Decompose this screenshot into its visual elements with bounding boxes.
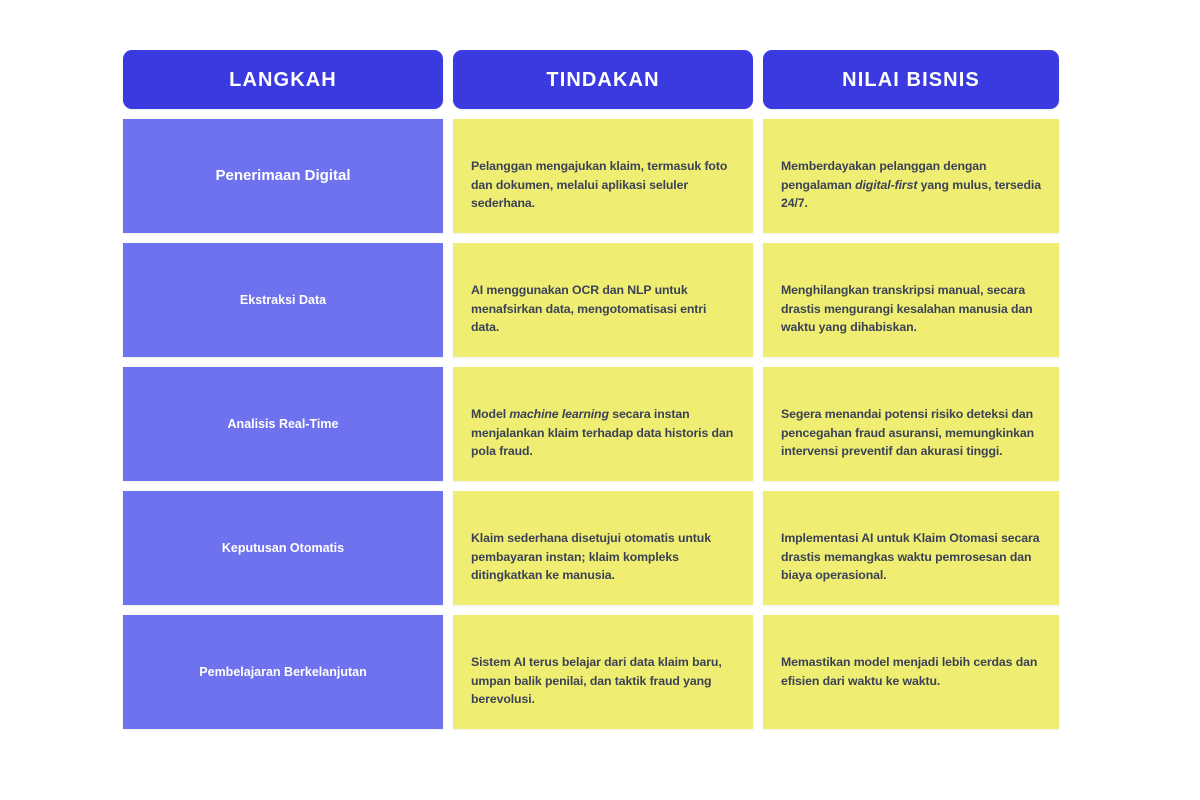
column-header-label: LANGKAH <box>229 68 337 91</box>
action-text: Klaim sederhana disetujui otomatis untuk… <box>471 531 711 583</box>
table-row[interactable]: Pembelajaran Berkelanjutan <box>123 615 443 729</box>
process-table: LANGKAH TINDAKAN NILAI BISNIS Penerimaan… <box>123 50 1060 729</box>
step-label: Keputusan Otomatis <box>221 540 345 555</box>
value-text: Memastikan model menjadi lebih cerdas da… <box>781 655 1038 688</box>
table-row[interactable]: Analisis Real-Time <box>123 367 443 481</box>
column-header-tindakan[interactable]: TINDAKAN <box>453 50 753 109</box>
table-row[interactable]: Klaim sederhana disetujui otomatis untuk… <box>453 491 753 605</box>
value-text: Implementasi AI untuk Klaim Otomasi seca… <box>781 531 1040 583</box>
table-row[interactable]: Memastikan model menjadi lebih cerdas da… <box>763 615 1059 729</box>
table-row[interactable]: Implementasi AI untuk Klaim Otomasi seca… <box>763 491 1059 605</box>
value-text: Menghilangkan transkripsi manual, secara… <box>781 283 1033 335</box>
column-header-nilai-bisnis[interactable]: NILAI BISNIS <box>763 50 1059 109</box>
table-row[interactable]: Segera menandai potensi risiko deteksi d… <box>763 367 1059 481</box>
step-label: Analisis Real-Time <box>227 416 339 431</box>
value-text: Memberdayakan pelanggan dengan pengalama… <box>781 159 1041 211</box>
table-row[interactable]: Penerimaan Digital <box>123 119 443 233</box>
table-row[interactable]: Memberdayakan pelanggan dengan pengalama… <box>763 119 1059 233</box>
action-text: Model machine learning secara instan men… <box>471 407 734 459</box>
value-text: Segera menandai potensi risiko deteksi d… <box>781 407 1035 459</box>
column-header-label: NILAI BISNIS <box>842 68 980 91</box>
column-header-langkah[interactable]: LANGKAH <box>123 50 443 109</box>
table-row[interactable]: Pelanggan mengajukan klaim, termasuk fot… <box>453 119 753 233</box>
table-row[interactable]: Ekstraksi Data <box>123 243 443 357</box>
action-text: Sistem AI terus belajar dari data klaim … <box>471 655 722 707</box>
table-row[interactable]: Keputusan Otomatis <box>123 491 443 605</box>
step-label: Ekstraksi Data <box>239 292 327 307</box>
action-text: Pelanggan mengajukan klaim, termasuk fot… <box>471 159 728 211</box>
table-row[interactable]: Model machine learning secara instan men… <box>453 367 753 481</box>
column-header-label: TINDAKAN <box>546 68 660 91</box>
action-text: AI menggunakan OCR dan NLP untuk menafsi… <box>471 283 707 335</box>
table-row[interactable]: AI menggunakan OCR dan NLP untuk menafsi… <box>453 243 753 357</box>
table-row[interactable]: Menghilangkan transkripsi manual, secara… <box>763 243 1059 357</box>
step-label: Penerimaan Digital <box>215 167 351 185</box>
step-label: Pembelajaran Berkelanjutan <box>199 664 367 679</box>
table-row[interactable]: Sistem AI terus belajar dari data klaim … <box>453 615 753 729</box>
